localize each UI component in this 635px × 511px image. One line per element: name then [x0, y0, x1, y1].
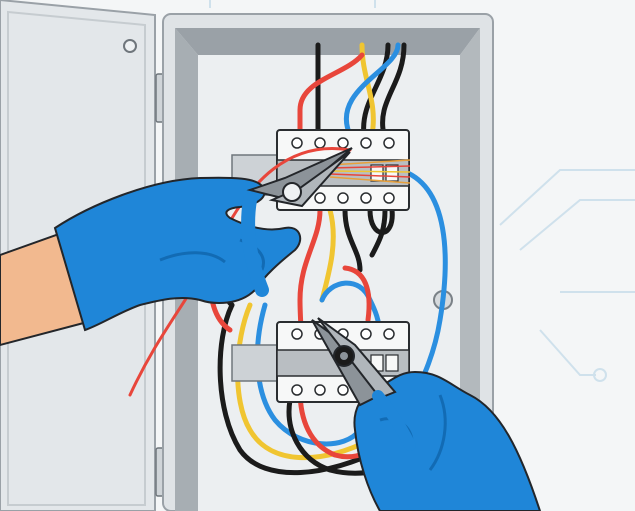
stripped-wire-ends: [329, 159, 411, 184]
gloved-hand-icon: [0, 176, 302, 347]
circuit-lines-decoration: [209, 0, 635, 382]
needle-nose-pliers-icon: [311, 317, 416, 451]
door-screw-icon: [123, 39, 137, 53]
needle-nose-pliers-icon: [241, 147, 353, 297]
open-metal-cabinet-icon: [162, 13, 494, 511]
